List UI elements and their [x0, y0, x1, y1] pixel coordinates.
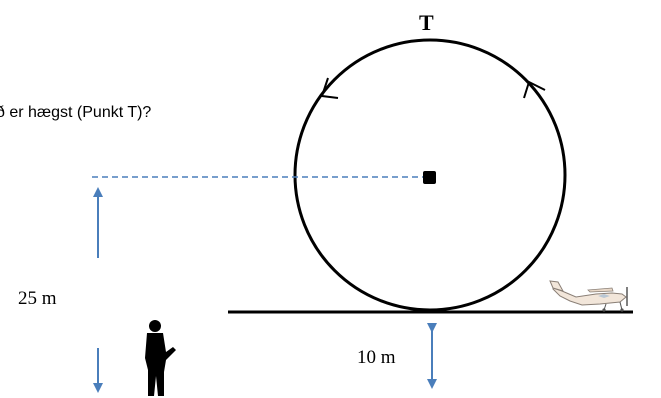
person-silhouette-icon — [145, 320, 176, 396]
height-label: 25 m — [18, 288, 57, 309]
direction-arrow-right — [523, 80, 546, 99]
loop-center-point — [423, 171, 436, 184]
top-point-label: T — [419, 10, 434, 35]
question-text: ð er hægst (Punkt T)? — [0, 104, 151, 121]
ground-clearance-label: 10 m — [357, 347, 396, 368]
airplane-icon — [549, 280, 628, 312]
loop-circle — [293, 38, 567, 312]
direction-arrow-left — [320, 77, 339, 99]
